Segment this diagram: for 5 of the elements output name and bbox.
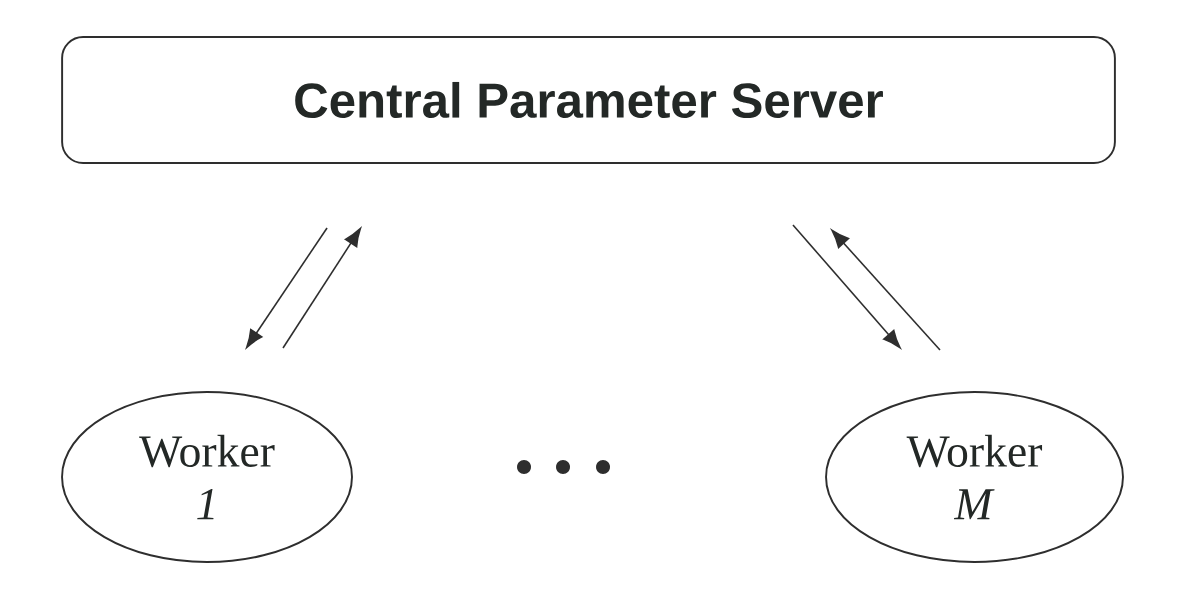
arrow — [831, 229, 941, 351]
arrow — [282, 227, 362, 349]
arrow — [792, 224, 901, 349]
arrow — [246, 227, 328, 349]
server-box: Central Parameter Server — [61, 36, 1116, 164]
